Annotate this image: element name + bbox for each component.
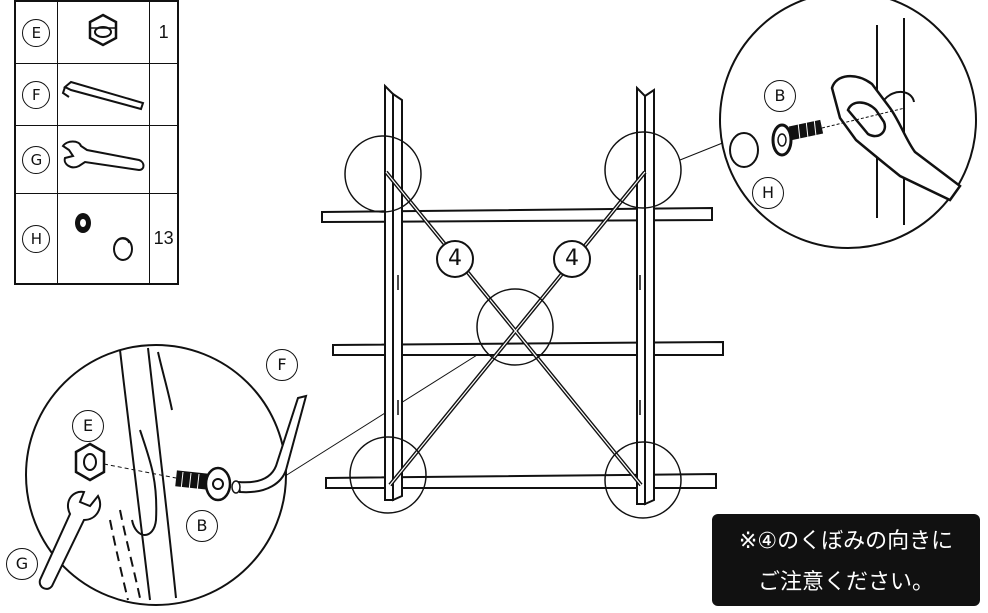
highlight-circle-top-right — [604, 131, 682, 209]
parts-row-h: H 13 — [14, 193, 179, 285]
shelf-unit — [321, 83, 724, 506]
wrench-icon — [62, 140, 145, 171]
highlight-circle-bottom-left — [349, 436, 427, 514]
cross-braces-inner — [385, 171, 646, 486]
parts-row-f: F — [14, 63, 179, 127]
detail-circle-left — [25, 344, 287, 606]
callout-label-g: G — [6, 548, 38, 580]
caution-note-line1: ※④のくぼみの向きに — [738, 529, 954, 554]
parts-row-e: E 1 — [14, 0, 179, 65]
part-label: H — [22, 224, 51, 253]
brace-label-right: 4 — [553, 240, 591, 278]
callout-label-e: E — [72, 410, 104, 442]
hex-key-illustration — [231, 394, 308, 494]
part-label: E — [22, 18, 51, 47]
caution-note: ※④のくぼみの向きに ご注意ください。 — [712, 514, 980, 606]
washer-cap-icon — [75, 212, 134, 261]
callout-label-h: H — [752, 177, 784, 209]
parts-table: E 1 F G — [14, 0, 179, 285]
highlight-circles — [344, 131, 682, 519]
hex-nut-icon — [89, 13, 118, 47]
brace-label-left: 4 — [436, 240, 474, 278]
highlight-circle-top-left — [344, 135, 422, 213]
callout-label-b-left: B — [186, 510, 218, 542]
callout-label-f: F — [266, 349, 298, 381]
part-qty: 1 — [149, 0, 179, 65]
part-label: G — [22, 145, 51, 174]
highlight-circle-bottom-right — [604, 441, 682, 519]
callout-label-b-right: B — [764, 80, 796, 112]
part-label: F — [22, 80, 51, 109]
highlight-circle-center — [476, 288, 554, 366]
hex-key-icon — [62, 80, 145, 111]
parts-row-g: G — [14, 125, 179, 195]
detail-circle-right — [719, 0, 977, 249]
part-qty — [149, 63, 179, 127]
right-upright-back — [644, 88, 655, 506]
shelf-bottom — [325, 472, 717, 489]
part-qty: 13 — [149, 193, 179, 285]
leader-line — [281, 349, 486, 479]
left-upright-back — [392, 92, 403, 502]
part-qty — [149, 125, 179, 195]
caution-note-line2: ご注意ください。 — [757, 570, 934, 595]
